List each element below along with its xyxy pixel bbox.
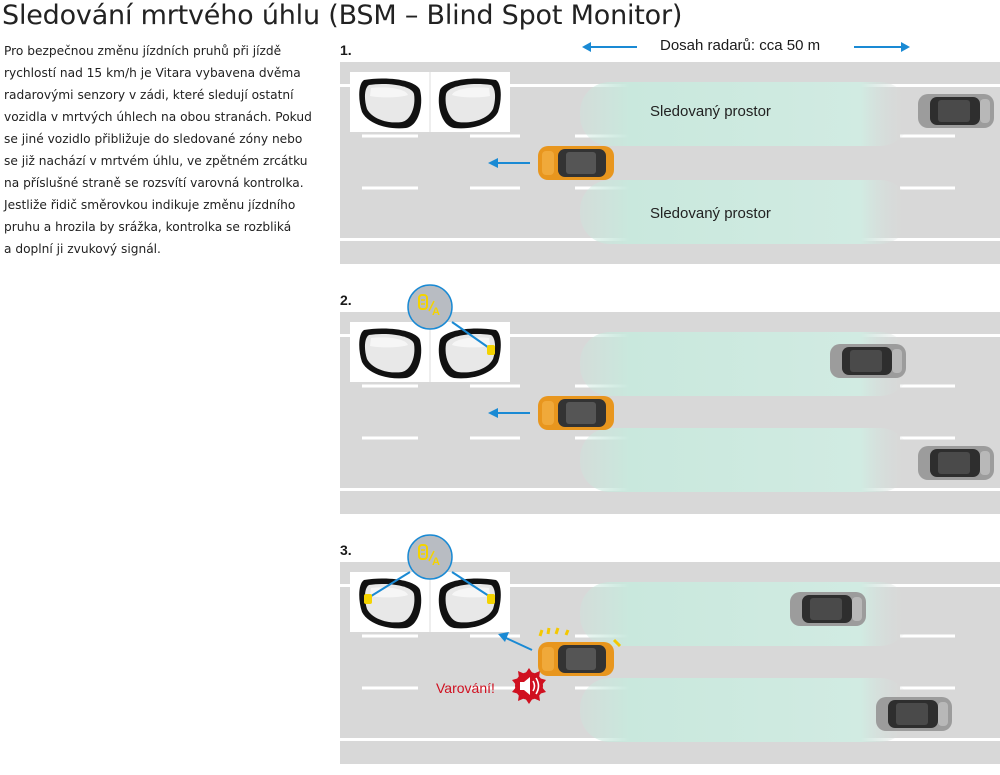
panel-2: [340, 284, 1000, 514]
step-number: 1.: [340, 42, 352, 58]
range-arrows-icon: [582, 42, 910, 52]
range-label: Dosah radarů: cca 50 m: [660, 37, 821, 54]
description-line: se jiné vozidlo přibližuje do sledované …: [4, 132, 303, 146]
step-number: 2.: [340, 292, 352, 308]
speaker-warning-icon: [512, 668, 546, 704]
monitored-zone: [580, 428, 910, 492]
zone-label: Sledovaný prostor: [650, 205, 771, 222]
description-line: na příslušné straně se rozsvítí varovná …: [4, 176, 304, 190]
monitored-zone: [580, 180, 910, 244]
description: Pro bezpečnou změnu jízdních pruhů při j…: [4, 40, 334, 260]
bsm-indicator-lamp: [364, 594, 372, 604]
description-line: pruhu a hrozila by srážka, kontrolka se …: [4, 220, 292, 234]
description-line: Jestliže řidič směrovkou indikuje změnu …: [4, 198, 296, 212]
step-number: 3.: [340, 542, 352, 558]
car-icon: [790, 592, 866, 626]
car-icon: [538, 642, 614, 676]
page-title: Sledování mrtvého úhlu (BSM – Blind Spot…: [2, 0, 683, 31]
bsm-indicator-lamp: [487, 594, 495, 604]
description-line: a doplní ji zvukový signál.: [4, 242, 161, 256]
monitored-zone: [580, 82, 910, 146]
description-line: Pro bezpečnou změnu jízdních pruhů při j…: [4, 44, 282, 58]
car-icon: [538, 146, 614, 180]
zone-label: Sledovaný prostor: [650, 103, 771, 120]
turn-signal-icon: [538, 627, 622, 648]
monitored-zone: [580, 678, 910, 742]
description-line: radarovými senzory v zádi, které sledují…: [4, 88, 294, 102]
monitored-zone: [580, 332, 910, 396]
bsm-indicator-icon: [407, 534, 453, 580]
radar-range: Dosah radarů: cca 50 m: [582, 37, 912, 59]
panel-1: [340, 62, 1000, 264]
panel-3: [340, 534, 1000, 764]
warning-label: Varování!: [436, 680, 495, 696]
car-icon: [918, 446, 994, 480]
car-icon: [876, 697, 952, 731]
bsm-indicator-icon: [407, 284, 453, 330]
car-icon: [918, 94, 994, 128]
description-line: se již nachází v mrtvém úhlu, ve zpětném…: [4, 154, 308, 168]
bsm-indicator-lamp: [487, 345, 495, 355]
description-line: rychlostí nad 15 km/h je Vitara vybavena…: [4, 66, 301, 80]
description-line: vozidla v mrtvých úhlech na obou stranác…: [4, 110, 312, 124]
car-icon: [830, 344, 906, 378]
car-icon: [538, 396, 614, 430]
